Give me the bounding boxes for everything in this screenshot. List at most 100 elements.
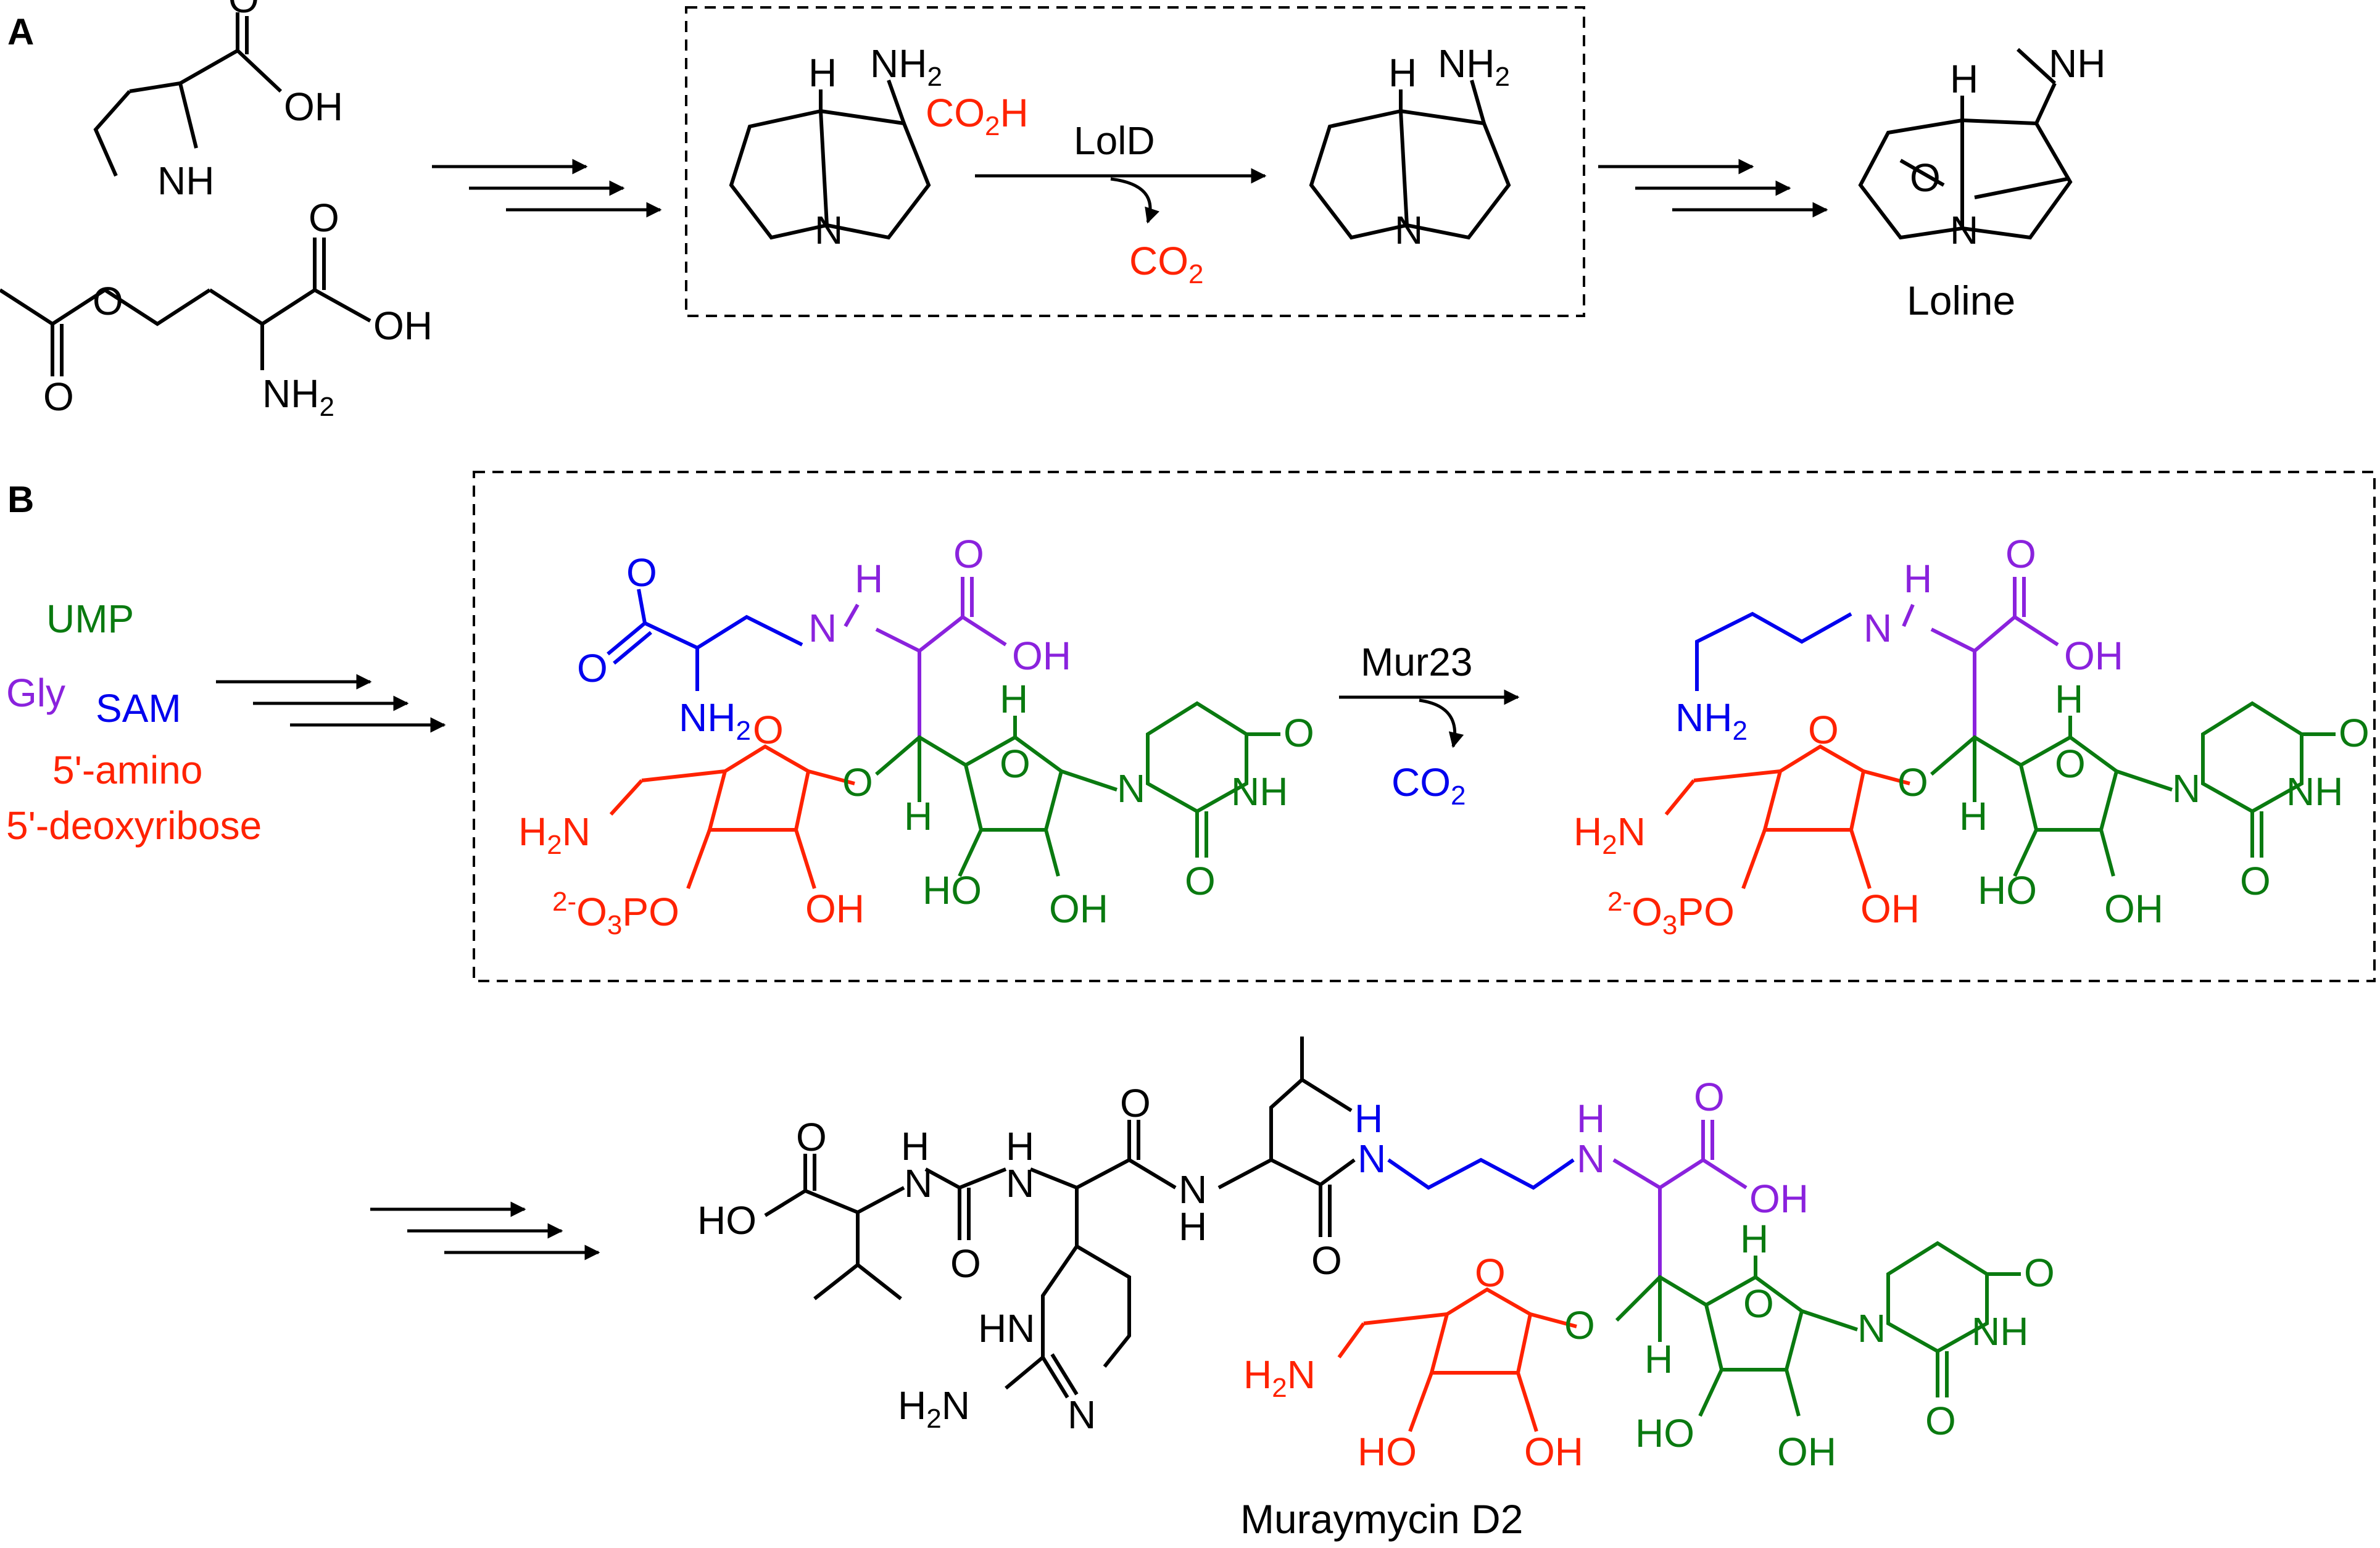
mur-purple-nh-n: N xyxy=(1577,1136,1605,1181)
mur-ring-o1: O xyxy=(1475,1251,1506,1295)
mur23-substrate-h-bottom: H xyxy=(904,794,932,838)
mur23-product-nh2: NH2 xyxy=(1675,695,1748,746)
mur-o-top: O xyxy=(2024,1251,2055,1295)
proline-structure xyxy=(93,12,283,177)
mur23-product-ring-o2: O xyxy=(2055,742,2086,786)
mur23-product-nh-h: H xyxy=(1904,557,1932,601)
mur23-product-structure xyxy=(1664,577,2336,890)
mur23-product-h2n: H2N xyxy=(1574,809,1646,860)
mur23-product-o-bottom: O xyxy=(2240,859,2271,903)
lold-substrate-structure xyxy=(729,79,931,240)
acetylhomoserine-structure xyxy=(0,238,371,376)
section-a: A O OH NH O O O OH NH2 xyxy=(0,0,2105,422)
mur23-substrate-o-bottom: O xyxy=(1185,859,1216,903)
mur23-substrate-n1: N xyxy=(1117,766,1145,811)
mur-urea-o: O xyxy=(950,1241,981,1286)
mur23-co2-release-arrow xyxy=(1419,698,1464,748)
acid-oh: OH xyxy=(373,304,433,348)
mur23-substrate-structure xyxy=(607,577,1280,890)
mur-cooh-oh: OH xyxy=(1749,1177,1809,1221)
lold-substrate-h: H xyxy=(808,51,837,95)
mur23-product-h-top: H xyxy=(2055,677,2083,721)
precursor-gly: Gly xyxy=(6,671,65,715)
mur-red-h2n: H2N xyxy=(1243,1352,1316,1403)
mur23-substrate-phosphate: 2-O3PO xyxy=(552,887,679,940)
mur23-substrate-oh1: OH xyxy=(805,887,865,931)
lold-substrate-co2h: CO2H xyxy=(926,91,1029,141)
lold-substrate-n: N xyxy=(815,208,843,252)
mur-o1: O xyxy=(796,1115,827,1159)
mur-urea-nh2-n: N xyxy=(1006,1161,1034,1206)
loline-structure xyxy=(1858,48,2073,240)
lold-co2-byproduct: CO2 xyxy=(1129,239,1203,289)
proline-oh: OH xyxy=(284,85,343,129)
mur-urea-nh1-n: N xyxy=(904,1161,932,1206)
multistep-arrow-b1 xyxy=(216,674,446,733)
lold-substrate-nh2: NH2 xyxy=(870,41,942,92)
mur23-product-cooh-o: O xyxy=(2005,532,2036,576)
mur23-substrate-oh2: OH xyxy=(1049,887,1108,931)
mur-hn: HN xyxy=(978,1306,1035,1351)
loline-o: O xyxy=(1910,155,1941,200)
mur-blue-nh-h: H xyxy=(1354,1096,1383,1141)
loline-name: Loline xyxy=(1907,278,2015,323)
lold-reaction-box xyxy=(685,6,1585,317)
loline-n: N xyxy=(1950,208,1978,252)
mur-o-bottom: O xyxy=(1925,1399,1956,1443)
mur-ho-red: HO xyxy=(1358,1430,1417,1474)
lold-co2-release-arrow xyxy=(1110,177,1159,224)
mur-amide-n: N xyxy=(1179,1167,1207,1212)
mur23-product-cooh-oh: OH xyxy=(2064,634,2123,678)
mur-ho: HO xyxy=(697,1198,757,1243)
mur-urea-nh1-h: H xyxy=(901,1124,929,1169)
mur23-substrate-ring-o2: O xyxy=(1000,742,1030,786)
homoserine-nh2: NH2 xyxy=(262,371,334,422)
proline-nh: NH xyxy=(157,159,214,203)
mur-o2: O xyxy=(1120,1081,1151,1125)
mur-nh3: NH xyxy=(1972,1309,2028,1354)
multistep-arrow-a2 xyxy=(1598,159,1828,218)
precursor-amino-line2: 5'-deoxyribose xyxy=(6,803,262,848)
mur23-substrate-o-top: O xyxy=(1283,711,1314,755)
mur23-product-phosphate: 2-O3PO xyxy=(1607,887,1735,940)
mur23-substrate-h2n: H2N xyxy=(518,809,591,860)
mur-linker-o: O xyxy=(1564,1303,1595,1347)
mur23-product-h-bottom: H xyxy=(1959,794,1988,838)
panel-label-b: B xyxy=(7,479,34,520)
lold-enzyme-label: LolD xyxy=(1074,118,1155,163)
mur23-product-oh2: OH xyxy=(2104,887,2163,931)
loline-h: H xyxy=(1950,57,1978,101)
mur23-substrate-nh2: NH2 xyxy=(679,695,751,746)
mur-purple-nh-h: H xyxy=(1577,1096,1605,1141)
lold-product-n: N xyxy=(1395,208,1423,252)
acid-o: O xyxy=(309,196,339,240)
multistep-arrow-a1 xyxy=(432,159,662,218)
mur23-product-oh1: OH xyxy=(1860,887,1920,931)
mur-ring-o2: O xyxy=(1743,1281,1774,1326)
mur-amide-h: H xyxy=(1179,1204,1207,1249)
lold-product-structure xyxy=(1309,80,1511,240)
mur-ring-n: N xyxy=(1068,1393,1096,1437)
mur23-product-o-top: O xyxy=(2339,711,2370,755)
mur23-substrate-nh-h: H xyxy=(855,557,883,601)
mur23-product-nh-n: N xyxy=(1864,606,1892,650)
mur23-substrate-ring-o1: O xyxy=(753,708,784,752)
ester-o: O xyxy=(93,279,123,323)
lold-product-nh2: NH2 xyxy=(1438,41,1510,92)
proline-carbonyl-o: O xyxy=(228,0,259,21)
mur23-substrate-ho: HO xyxy=(923,868,982,913)
panel-label-a: A xyxy=(7,11,34,52)
mur-guanidine-h2n: H2N xyxy=(898,1383,970,1434)
precursor-amino-line1: 5'-amino xyxy=(52,748,202,792)
mur23-substrate-nh-n: N xyxy=(808,606,837,650)
loline-nh: NH xyxy=(2049,41,2105,86)
mur-cooh-o: O xyxy=(1694,1075,1725,1119)
mur-urea-nh2-h: H xyxy=(1006,1124,1034,1169)
mur23-substrate-o-carbonyl: O xyxy=(577,646,608,690)
mur23-co2-byproduct: CO2 xyxy=(1391,760,1466,811)
mur23-substrate-linker-o: O xyxy=(842,760,873,805)
mur23-substrate-cooh-oh: OH xyxy=(1012,634,1071,678)
muraymycin-d2-structure xyxy=(764,1037,2021,1433)
mur-h-top: H xyxy=(1740,1217,1768,1261)
